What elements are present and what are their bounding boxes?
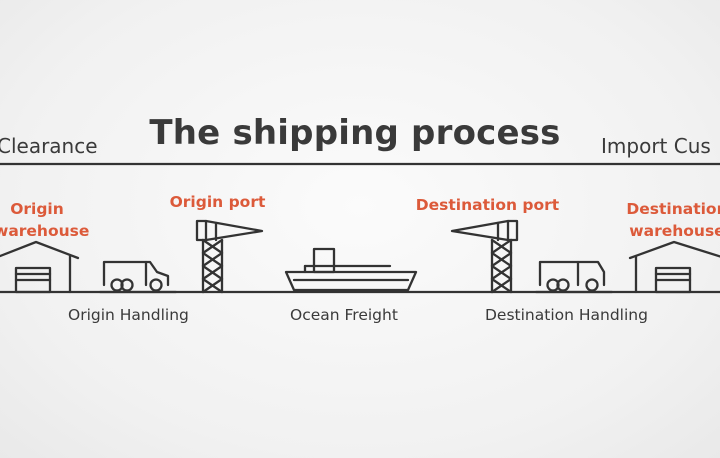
origin-warehouse-label: Origin warehouse	[0, 198, 90, 242]
destination-warehouse-label-line1: Destination	[626, 200, 720, 218]
import-customs-label: Import Cus	[601, 134, 711, 158]
destination-warehouse-label-line2: warehouse	[629, 222, 720, 240]
destination-truck-icon	[534, 260, 614, 294]
diagram-title: The shipping process	[149, 113, 561, 153]
origin-crane-icon	[195, 219, 264, 294]
destination-handling-label: Destination Handling	[485, 306, 648, 324]
destination-warehouse-label: Destination warehouse	[622, 198, 720, 242]
destination-crane-icon	[450, 219, 519, 294]
destination-warehouse-icon	[628, 240, 720, 294]
origin-warehouse-label-line2: warehouse	[0, 222, 90, 240]
origin-port-label: Origin port	[169, 193, 266, 211]
ocean-freight-label: Ocean Freight	[290, 306, 398, 324]
cargo-ship-icon	[284, 247, 418, 292]
customs-clearance-label: Clearance	[0, 134, 98, 158]
origin-warehouse-icon	[0, 240, 80, 294]
destination-port-label: Destination port	[415, 196, 560, 214]
origin-truck-icon	[98, 260, 178, 294]
origin-handling-label: Origin Handling	[68, 306, 189, 324]
origin-warehouse-label-line1: Origin	[10, 200, 64, 218]
